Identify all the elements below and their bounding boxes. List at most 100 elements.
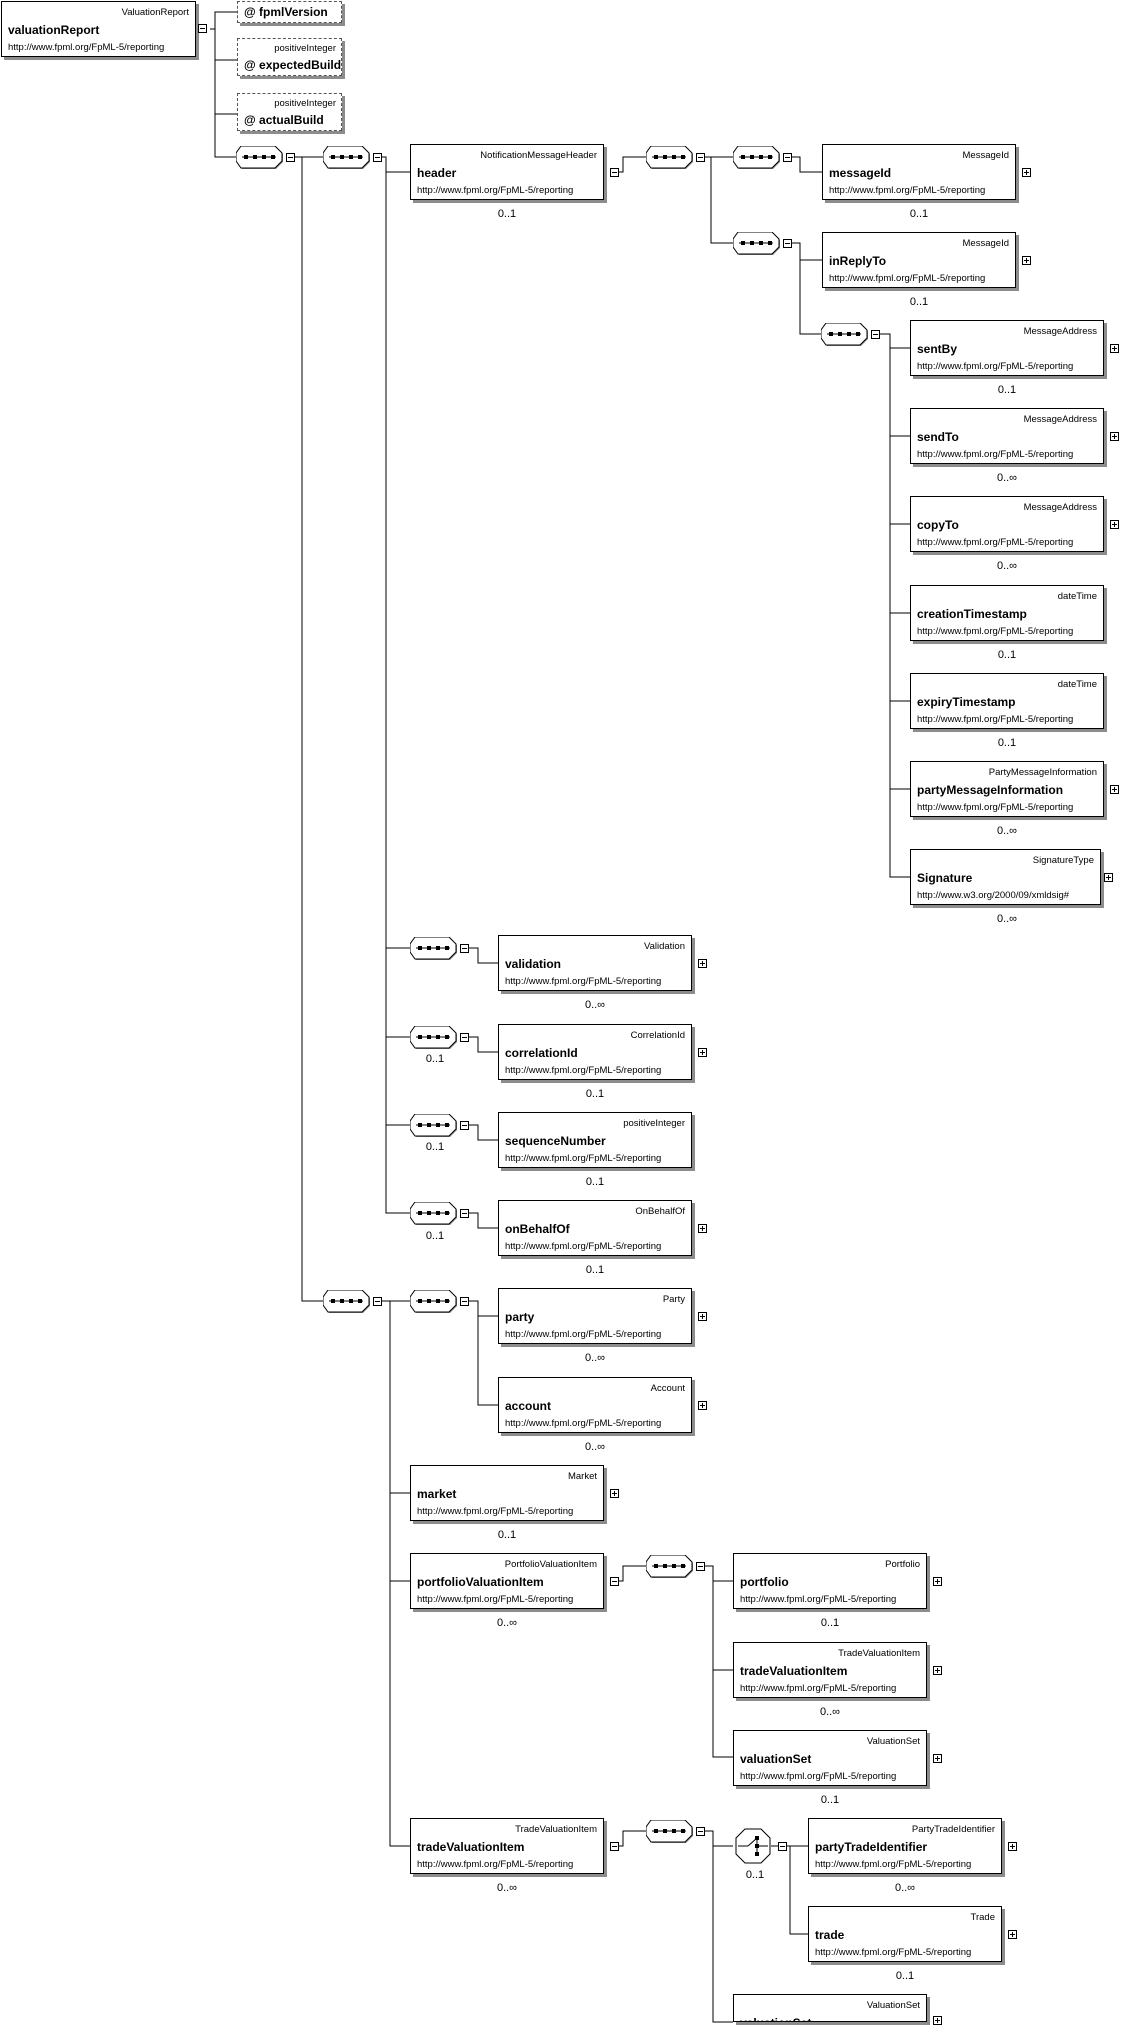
root-type: ValuationReport [121,7,189,18]
sequence-compositor-icon[interactable] [646,1555,694,1578]
attribute-prefix: @ [244,5,256,19]
sequence-compositor-icon[interactable] [410,1290,458,1313]
choice-compositor-icon[interactable] [735,1828,771,1864]
sequence-compositor-icon[interactable] [733,232,781,255]
expand-toggle-icon[interactable] [1008,1842,1017,1851]
expand-toggle-icon[interactable] [1110,785,1119,794]
expand-toggle-icon[interactable] [698,1312,707,1321]
collapse-toggle-icon[interactable] [783,153,792,162]
element-tradeValuationItem[interactable]: TradeValuationItem tradeValuationItem ht… [410,1818,604,1874]
collapse-toggle-icon[interactable] [783,239,792,248]
expand-toggle-icon[interactable] [1104,873,1113,882]
element-name: party [505,1310,535,1324]
element-type: MessageAddress [1023,502,1097,513]
expand-toggle-icon[interactable] [610,1489,619,1498]
expand-toggle-icon[interactable] [933,1577,942,1586]
attribute-fpmlVersion[interactable]: @ fpmlVersion [237,1,342,23]
sequence-compositor-icon[interactable] [410,1114,458,1137]
element-copyTo[interactable]: MessageAddress copyTo http://www.fpml.or… [910,496,1104,552]
collapse-toggle-icon[interactable] [871,330,880,339]
element-partyTradeIdentifier[interactable]: PartyTradeIdentifier partyTradeIdentifie… [808,1818,1002,1874]
collapse-toggle-icon[interactable] [460,1297,469,1306]
element-sequenceNumber[interactable]: positiveInteger sequenceNumber http://ww… [498,1112,692,1168]
element-tradeValuationItem-inner[interactable]: TradeValuationItem tradeValuationItem ht… [733,1642,927,1698]
collapse-toggle-icon[interactable] [460,944,469,953]
element-valuationSet[interactable]: ValuationSet valuationSet http://www.fpm… [733,1730,927,1786]
element-namespace: http://www.fpml.org/FpML-5/reporting [505,1418,662,1429]
collapse-toggle-icon[interactable] [778,1842,787,1851]
sequence-compositor-icon[interactable] [821,323,869,346]
collapse-toggle-icon[interactable] [696,153,705,162]
element-creationTimestamp[interactable]: dateTime creationTimestamp http://www.fp… [910,585,1104,641]
collapse-toggle-icon[interactable] [460,1033,469,1042]
collapse-toggle-icon[interactable] [460,1209,469,1218]
element-trade[interactable]: Trade trade http://www.fpml.org/FpML-5/r… [808,1906,1002,1962]
element-name: validation [505,957,562,971]
attribute-actualBuild[interactable]: positiveInteger @ actualBuild [237,93,342,131]
element-valuationSet-2[interactable]: ValuationSet valuationSet [733,1994,927,2022]
collapse-toggle-icon[interactable] [373,1297,382,1306]
expand-toggle-icon[interactable] [933,1666,942,1675]
expand-toggle-icon[interactable] [698,1224,707,1233]
element-namespace: http://www.fpml.org/FpML-5/reporting [829,273,986,284]
attribute-name: fpmlVersion [259,5,328,19]
sequence-compositor-icon[interactable] [410,937,458,960]
sequence-compositor-icon[interactable] [323,146,371,169]
expand-toggle-icon[interactable] [1110,520,1119,529]
collapse-toggle-icon[interactable] [696,1827,705,1836]
element-account[interactable]: Account account http://www.fpml.org/FpML… [498,1377,692,1433]
expand-toggle-icon[interactable] [1110,432,1119,441]
element-correlationId[interactable]: CorrelationId correlationId http://www.f… [498,1024,692,1080]
sequence-compositor-icon[interactable] [236,146,284,169]
element-portfolio[interactable]: Portfolio portfolio http://www.fpml.org/… [733,1553,927,1609]
expand-toggle-icon[interactable] [698,1401,707,1410]
element-partyMessageInformation[interactable]: PartyMessageInformation partyMessageInfo… [910,761,1104,817]
element-name: sendTo [917,430,959,444]
collapse-toggle-icon[interactable] [610,168,619,177]
collapse-toggle-icon[interactable] [198,24,207,33]
occurrence-label: 0..1 [895,1970,915,1982]
sequence-compositor-icon[interactable] [646,146,694,169]
element-namespace: http://www.fpml.org/FpML-5/reporting [917,626,1074,637]
sequence-compositor-icon[interactable] [410,1202,458,1225]
element-type: NotificationMessageHeader [480,150,597,161]
attribute-expectedBuild[interactable]: positiveInteger @ expectedBuild [237,38,342,76]
element-type: Party [662,1294,685,1305]
sequence-compositor-icon[interactable] [646,1820,694,1843]
element-party[interactable]: Party party http://www.fpml.org/FpML-5/r… [498,1288,692,1344]
element-namespace: http://www.fpml.org/FpML-5/reporting [829,185,986,196]
element-type: positiveInteger [623,1118,685,1129]
sequence-compositor-icon[interactable] [733,146,781,169]
expand-toggle-icon[interactable] [1022,256,1031,265]
expand-toggle-icon[interactable] [698,1048,707,1057]
collapse-toggle-icon[interactable] [286,153,295,162]
element-portfolioValuationItem[interactable]: PortfolioValuationItem portfolioValuatio… [410,1553,604,1609]
expand-toggle-icon[interactable] [1008,1930,1017,1939]
element-expiryTimestamp[interactable]: dateTime expiryTimestamp http://www.fpml… [910,673,1104,729]
element-name: expiryTimestamp [917,695,1016,709]
collapse-toggle-icon[interactable] [610,1842,619,1851]
collapse-toggle-icon[interactable] [460,1121,469,1130]
element-inReplyTo[interactable]: MessageId inReplyTo http://www.fpml.org/… [822,232,1016,288]
expand-toggle-icon[interactable] [933,1754,942,1763]
element-sendTo[interactable]: MessageAddress sendTo http://www.fpml.or… [910,408,1104,464]
element-market[interactable]: Market market http://www.fpml.org/FpML-5… [410,1465,604,1521]
expand-toggle-icon[interactable] [933,2016,942,2025]
expand-toggle-icon[interactable] [698,959,707,968]
element-namespace: http://www.fpml.org/FpML-5/reporting [417,1859,574,1870]
occurrence-label: 0..1 [997,737,1017,749]
sequence-compositor-icon[interactable] [410,1026,458,1049]
element-Signature[interactable]: SignatureType Signature http://www.w3.or… [910,849,1101,905]
collapse-toggle-icon[interactable] [696,1562,705,1571]
element-header[interactable]: NotificationMessageHeader header http://… [410,144,604,200]
element-onBehalfOf[interactable]: OnBehalfOf onBehalfOf http://www.fpml.or… [498,1200,692,1256]
expand-toggle-icon[interactable] [1110,344,1119,353]
element-messageId[interactable]: MessageId messageId http://www.fpml.org/… [822,144,1016,200]
root-element-valuationReport[interactable]: ValuationReport valuationReport http://w… [1,1,196,57]
element-validation[interactable]: Validation validation http://www.fpml.or… [498,935,692,991]
expand-toggle-icon[interactable] [1022,168,1031,177]
collapse-toggle-icon[interactable] [373,153,382,162]
collapse-toggle-icon[interactable] [610,1577,619,1586]
element-sentBy[interactable]: MessageAddress sentBy http://www.fpml.or… [910,320,1104,376]
sequence-compositor-icon[interactable] [323,1290,371,1313]
